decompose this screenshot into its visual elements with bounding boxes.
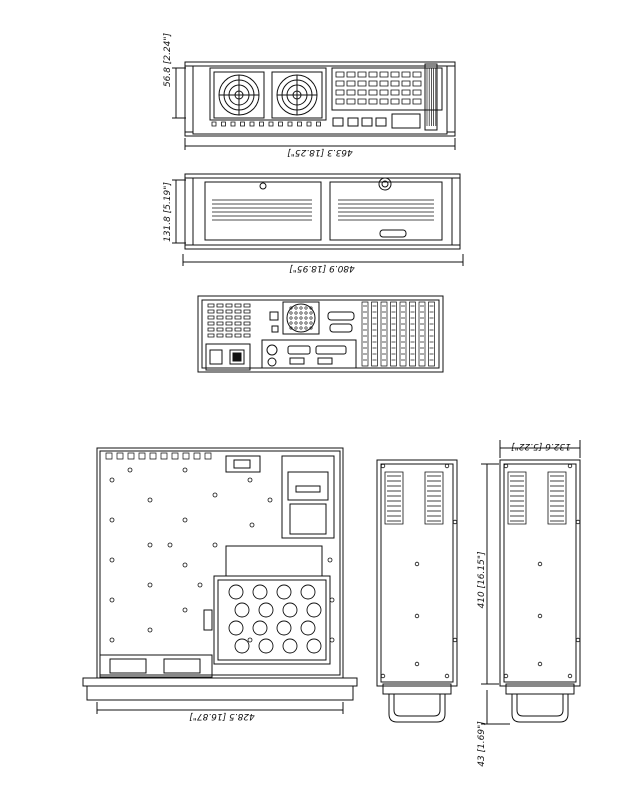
side-width-label: 132.6 [5.22"]	[511, 441, 571, 451]
fan-right	[272, 72, 322, 118]
bezel-width-label: 480.9 [18.95"]	[289, 263, 355, 273]
handle-depth-label: 43 [1.69"]	[477, 721, 487, 767]
side-view-left	[377, 460, 457, 722]
handle-depth-dimension: 43 [1.69"]	[477, 690, 510, 767]
top-width-label: 428.5 [16.87"]	[189, 711, 255, 721]
side-depth-dimension: 410 [16.15"]	[477, 464, 499, 684]
front-view	[185, 62, 455, 136]
side-view-right	[500, 460, 580, 722]
side-width-dimension: 132.6 [5.22"]	[500, 440, 580, 458]
front-width-dimension: 463.3 [18.25"]	[185, 138, 455, 157]
side-depth-label: 410 [16.15"]	[477, 551, 487, 608]
rear-view	[198, 296, 443, 372]
fan-left	[214, 72, 264, 118]
bezel-height-dimension: 131.8 [5.19"]	[163, 180, 186, 243]
front-height-label: 56.8 [2.24"]	[163, 32, 173, 87]
front-height-dimension: 56.8 [2.24"]	[163, 32, 186, 118]
top-width-dimension: 428.5 [16.87"]	[97, 702, 343, 721]
bezel-view	[185, 174, 460, 249]
bezel-width-dimension: 480.9 [18.95"]	[183, 254, 463, 273]
bezel-height-label: 131.8 [5.19"]	[163, 182, 173, 242]
top-view	[83, 448, 357, 700]
front-width-label: 463.3 [18.25"]	[287, 147, 353, 157]
